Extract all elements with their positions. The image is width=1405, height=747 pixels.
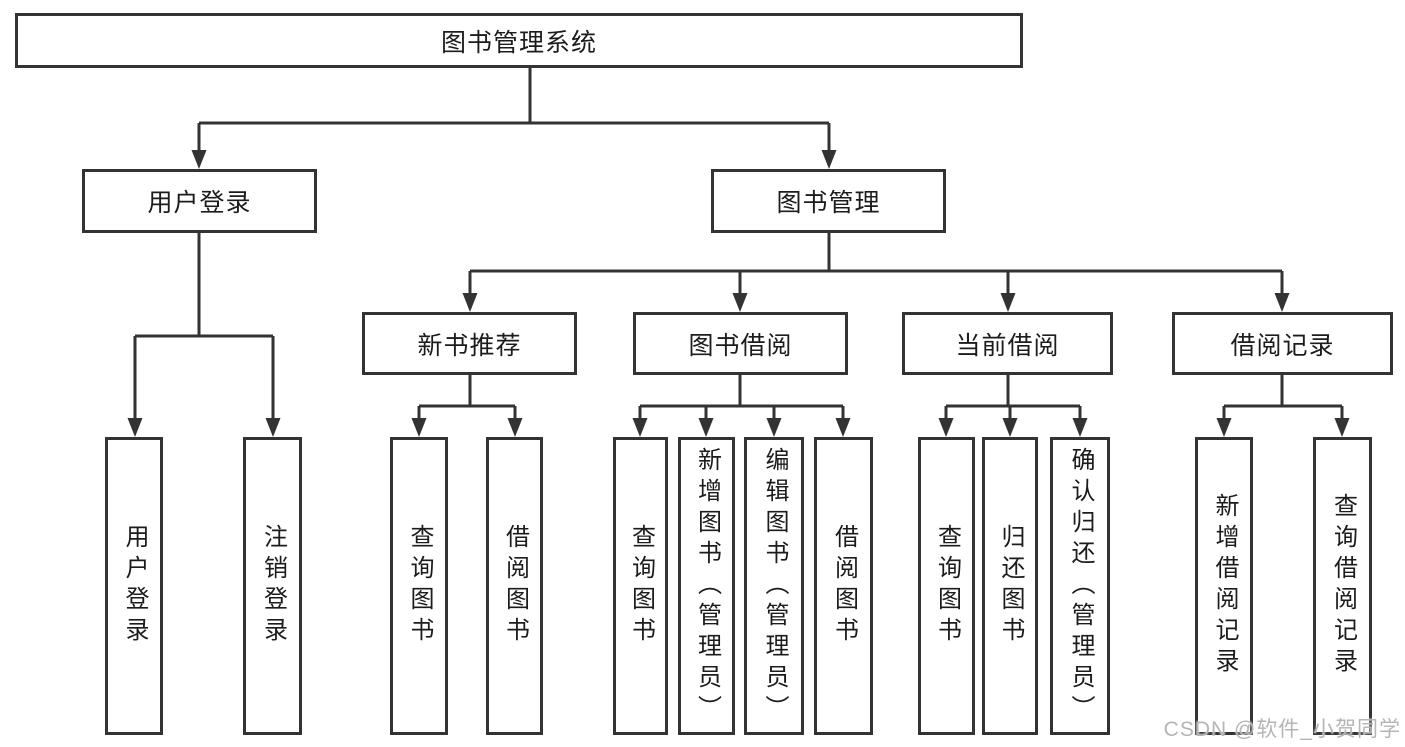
node-book-borrowing: 图书借阅: [633, 312, 848, 375]
leaf-query-books-current: 查询图书: [918, 437, 975, 735]
node-book-management: 图书管理: [711, 169, 946, 233]
leaf-query-books-borrowing: 查询图书: [613, 437, 668, 735]
leaf-user-login: 用户登录: [105, 437, 163, 735]
leaf-add-book-admin: 新增图书（管理员）: [678, 437, 735, 735]
leaf-borrow-books-borrowing: 借阅图书: [814, 437, 873, 735]
node-library-management-system: 图书管理系统: [15, 13, 1023, 68]
leaf-edit-book-admin: 编辑图书（管理员）: [744, 437, 804, 735]
leaf-logout: 注销登录: [243, 437, 302, 735]
leaf-return-books: 归还图书: [982, 437, 1038, 735]
csdn-watermark: CSDN @软件_小贺同学: [1163, 718, 1401, 741]
leaf-confirm-return-admin: 确认归还（管理员）: [1050, 437, 1110, 735]
node-borrowing-records: 借阅记录: [1172, 312, 1393, 375]
arrow-down-icons: [127, 150, 1350, 437]
node-user-login: 用户登录: [82, 169, 317, 233]
leaf-add-borrow-record: 新增借阅记录: [1195, 437, 1253, 735]
leaf-query-borrow-record: 查询借阅记录: [1313, 437, 1372, 735]
leaf-borrow-books-recommend: 借阅图书: [486, 437, 543, 735]
node-new-book-recommendation: 新书推荐: [362, 312, 577, 375]
node-current-borrowing: 当前借阅: [902, 312, 1113, 375]
leaf-query-books-recommend: 查询图书: [390, 437, 448, 735]
connector-paths: [133, 68, 1344, 424]
